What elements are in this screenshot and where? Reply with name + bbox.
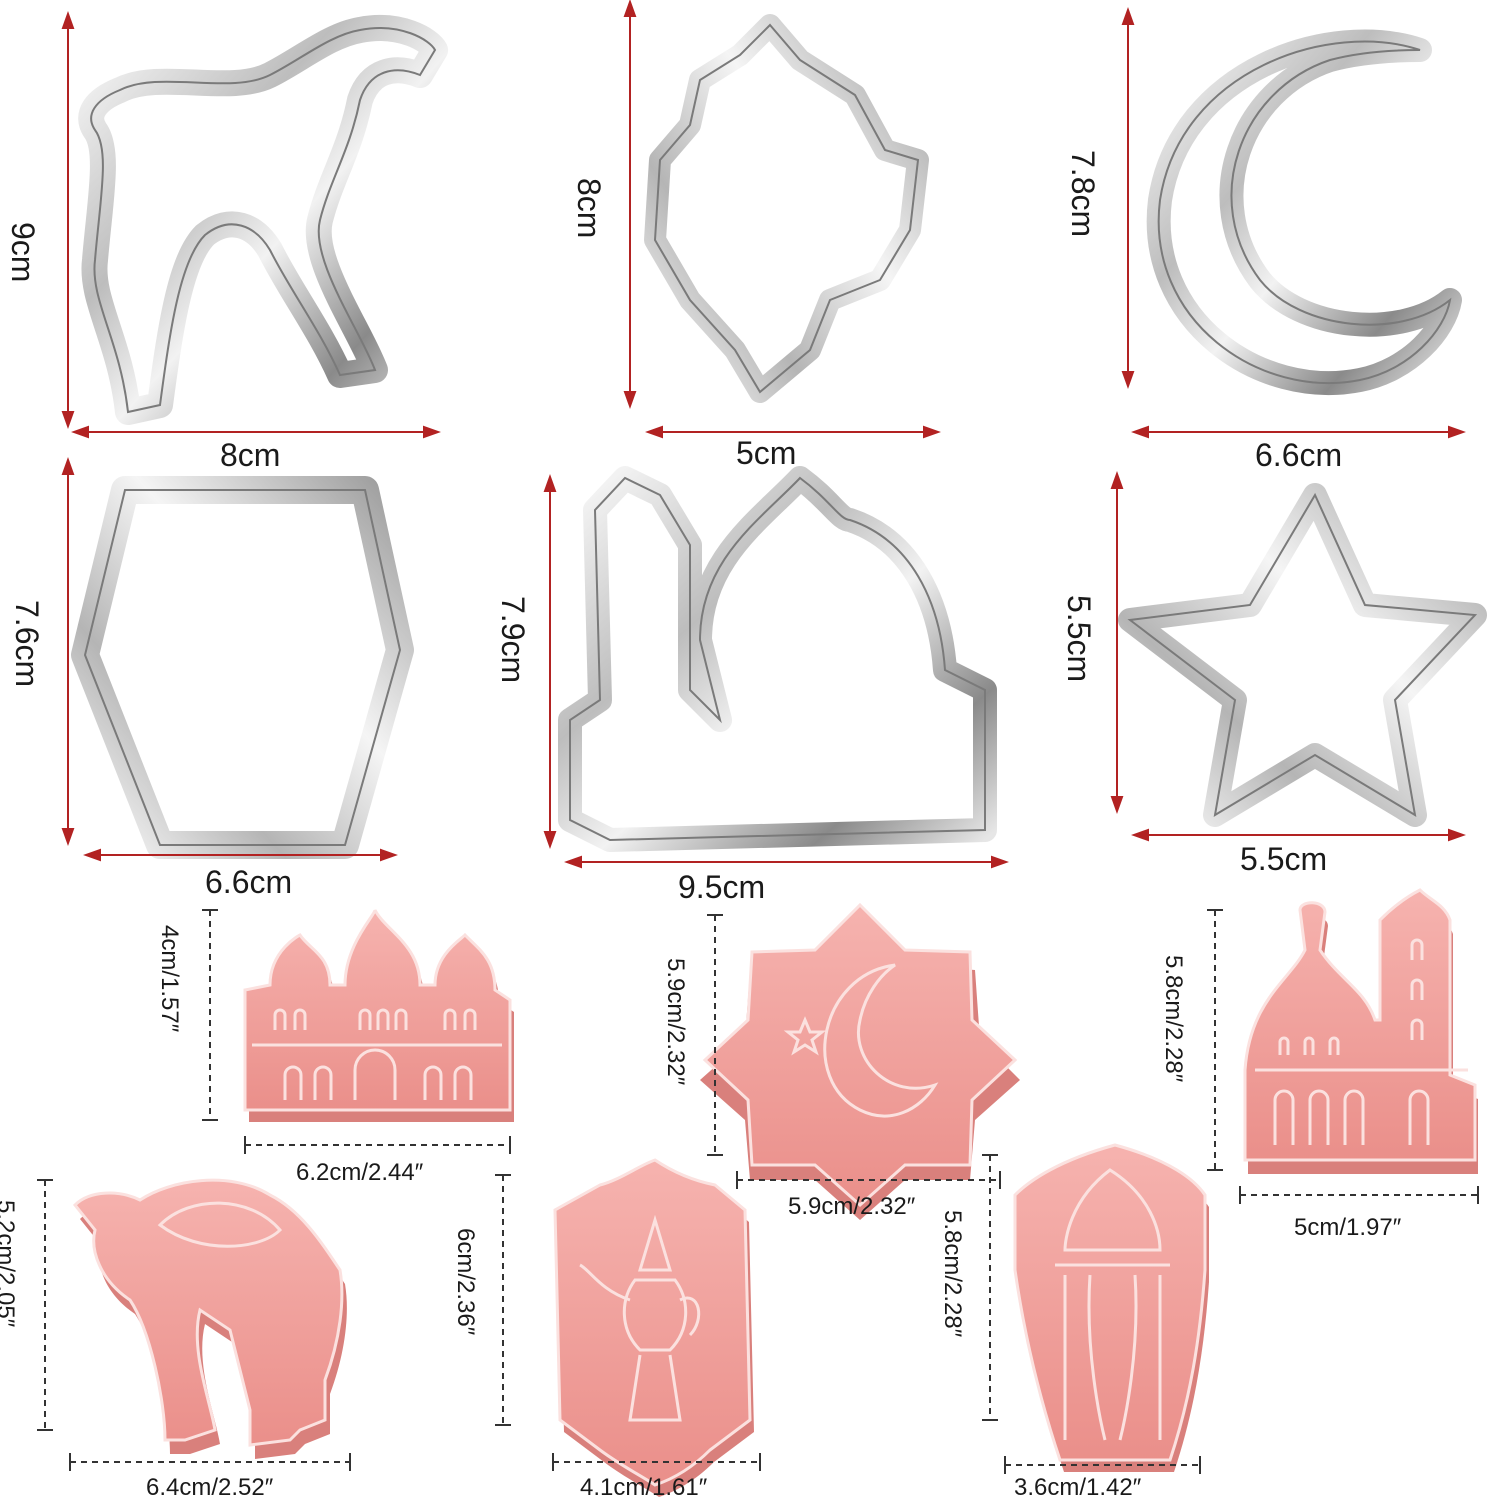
hexagon-height-label: 7.6cm (9, 600, 45, 687)
stamp-palace-cutter (243, 909, 514, 1122)
star-height-label: 5.5cm (1061, 595, 1097, 682)
teapot-width-label: 4.1cm/1.61″ (580, 1474, 708, 1500)
minaret-width-label: 5cm/1.97″ (1294, 1214, 1402, 1241)
moon-width-label: 6.6cm (1255, 437, 1342, 473)
metal-mosque-cutter (558, 466, 997, 852)
metal-camel-cutter (78, 15, 448, 425)
metal-moon-cutter (1146, 29, 1462, 396)
medallion-width-label: 5.9cm/2.32″ (788, 1193, 916, 1220)
lantern-width-label: 3.6cm/1.42″ (1014, 1474, 1142, 1500)
hexagon-width-label: 6.6cm (205, 864, 292, 900)
stamp-moon-star-cutter (700, 902, 1020, 1220)
stamp-lantern-cutter (1013, 1143, 1209, 1472)
camel-stamp-height-label: 5.2cm/2.05″ (0, 1200, 19, 1328)
metal-lantern-cutter (644, 14, 929, 403)
minaret-height-label: 5.8cm/2.28″ (1160, 955, 1187, 1083)
camel-width-label: 8cm (220, 437, 280, 473)
stamp-minaret-mosque-cutter (1243, 888, 1478, 1174)
lantern-height-label: 5.8cm/2.28″ (939, 1210, 966, 1338)
camel-height-label: 9cm (5, 222, 41, 282)
teapot-height-label: 6cm/2.36″ (452, 1228, 479, 1336)
stamp-dimension-lines (37, 909, 1479, 1474)
dimension-arrows (61, 0, 1466, 869)
mosque-height-label: 7.9cm (495, 596, 531, 683)
mosque-width-label: 9.5cm (678, 869, 765, 905)
star-width-label: 5.5cm (1240, 841, 1327, 877)
stamp-teapot-cutter (553, 1158, 754, 1497)
lantern-width-label: 5cm (736, 435, 796, 471)
lantern-height-label: 8cm (571, 178, 607, 238)
stamp-camel-cutter (72, 1178, 347, 1459)
moon-height-label: 7.8cm (1065, 150, 1101, 237)
palace-height-label: 4cm/1.57″ (156, 925, 183, 1033)
metal-star-cutter (1118, 483, 1487, 827)
medallion-height-label: 5.9cm/2.32″ (662, 958, 689, 1086)
palace-width-label: 6.2cm/2.44″ (296, 1159, 424, 1186)
camel-stamp-width-label: 6.4cm/2.52″ (146, 1474, 274, 1500)
metal-hexagon-cutter (71, 476, 414, 859)
